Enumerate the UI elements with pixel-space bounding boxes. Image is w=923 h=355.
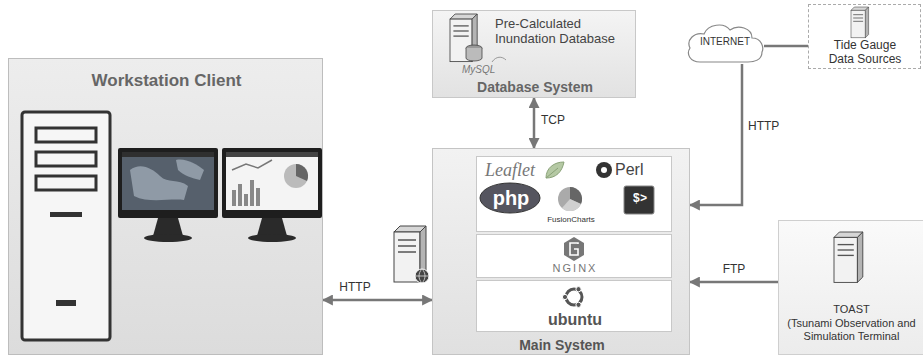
node-text: TOAST [779, 303, 923, 316]
library-panel: Leaflet Perl phpFusionCharts $> [476, 156, 672, 232]
node-text: Workstation Client [9, 71, 324, 91]
connector [533, 98, 536, 148]
php-logo [480, 183, 540, 213]
connector [690, 281, 778, 284]
text-holder: Leaflet [485, 160, 555, 181]
connector [764, 45, 808, 48]
monitor-right [222, 148, 322, 242]
database-server-icon [450, 14, 506, 62]
text-holder: Tide Gauge Data Sources [825, 39, 905, 67]
label-holder: MySQL [462, 64, 512, 76]
node-text: Tide Gauge Data Sources [825, 39, 905, 67]
node-text: INTERNET [686, 36, 764, 48]
workstation-panel: Workstation Client [8, 58, 323, 355]
connector [323, 299, 432, 302]
node-text: FusionCharts [541, 215, 601, 224]
protocol-label: FTP [712, 263, 756, 277]
text-holder: Main System [433, 337, 691, 353]
computer-tower [22, 112, 110, 340]
protocol-label: HTTP [748, 120, 792, 134]
node-text: Pre-Calculated Inundation Database [495, 17, 633, 47]
text-holder: $> [625, 193, 655, 207]
logo-text: MySQL [462, 64, 512, 76]
tide-server-icon [851, 7, 869, 38]
node-text: NGINX [477, 262, 673, 275]
label-holder: HTTP [333, 281, 377, 295]
text-holder: Database System [433, 79, 637, 95]
node-text: ubuntu [477, 311, 673, 329]
label-holder: FTP [712, 263, 756, 277]
text-holder: (Tsunami Observation and Simulation Term… [785, 317, 918, 342]
text-holder: INTERNET [686, 36, 764, 48]
toast-server-icon [834, 232, 863, 282]
node-text: Database System [433, 79, 637, 95]
monitor-left [118, 148, 218, 242]
web-server-icon [394, 226, 429, 283]
node-text: Main System [433, 337, 691, 353]
database-system-box: Pre-Calculated Inundation DatabaseDataba… [432, 10, 636, 98]
text-holder: Perl [615, 161, 659, 179]
node-text: Perl [615, 161, 659, 179]
text-holder: ubuntu [477, 311, 673, 329]
label-holder: HTTP [748, 120, 792, 134]
nginx-logo [564, 237, 584, 261]
fusioncharts-logo [558, 187, 582, 211]
node-text: Leaflet [485, 160, 555, 181]
text-holder: NGINX [477, 262, 673, 275]
main-system-box: Leaflet Perl phpFusionCharts $> NGINX ubuntuM… [432, 148, 690, 355]
data-source-box: Tide Gauge Data Sources [808, 4, 921, 69]
node-text: $> [625, 193, 655, 207]
connector [690, 64, 742, 205]
internet-cloud: INTERNET [686, 22, 764, 64]
leaflet-logo [546, 162, 564, 178]
ubuntu-logo [562, 287, 582, 308]
node-text: (Tsunami Observation and Simulation Term… [785, 317, 918, 342]
web-server-panel: NGINX [476, 234, 672, 278]
os-panel: ubuntu [476, 280, 672, 332]
text-holder: TOAST [779, 303, 923, 316]
protocol-label: TCP [541, 114, 581, 128]
terminal-icon [624, 186, 654, 214]
perl-logo [596, 162, 612, 178]
toast-box: TOAST(Tsunami Observation and Simulation… [778, 220, 923, 355]
text-holder: Pre-Calculated Inundation Database [495, 17, 633, 47]
text-holder: FusionCharts [541, 215, 601, 224]
protocol-label: HTTP [333, 281, 377, 295]
label-holder: TCP [541, 114, 581, 128]
text-holder: php [483, 187, 539, 210]
node-text: php [483, 187, 539, 210]
text-holder: Workstation Client [9, 71, 324, 91]
